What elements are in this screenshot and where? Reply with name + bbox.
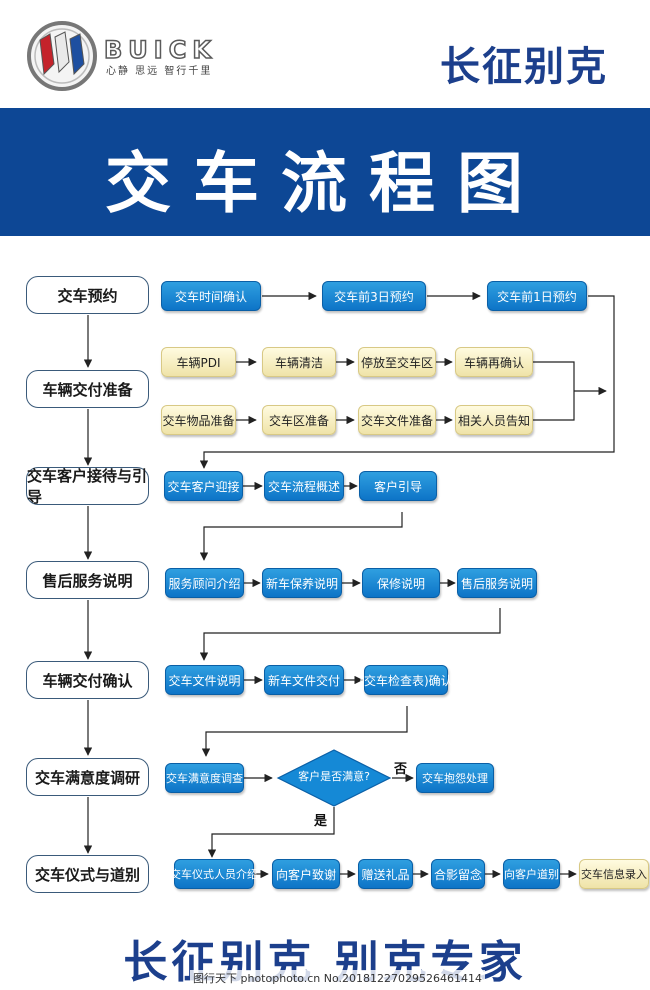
brand-wordmark: BUICK bbox=[103, 35, 217, 65]
step-area-prep: 交车区准备 bbox=[262, 405, 336, 435]
page-header bbox=[0, 0, 650, 108]
step-process-overview: 交车流程概述 bbox=[264, 471, 344, 501]
step-info-entry: 交车信息录入 bbox=[579, 859, 649, 889]
step-items-prep: 交车物品准备 bbox=[161, 405, 236, 435]
step-warranty-explain: 保修说明 bbox=[362, 568, 440, 598]
step-vehicle-cleaning: 车辆清洁 bbox=[262, 347, 336, 377]
step-farewell: 向客户道别 bbox=[503, 859, 560, 889]
watermark-text: 图行天下 photophoto.cn No.201812270295264614… bbox=[190, 970, 486, 986]
page-title: 交车流程图 bbox=[105, 145, 545, 222]
step-documents-prep: 交车文件准备 bbox=[358, 405, 436, 435]
decision-label: 客户是否满意? bbox=[298, 770, 370, 783]
step-park-delivery-area: 停放至交车区 bbox=[358, 347, 436, 377]
step-ceremony-staff-intro: 交车仪式人员介绍 bbox=[170, 859, 258, 889]
step-customer-welcome: 交车客户迎接 bbox=[164, 471, 243, 501]
buick-logo-icon bbox=[27, 21, 97, 91]
step-thank-customer: 向客户致谢 bbox=[272, 859, 340, 889]
stage-satisfaction-survey: 交车满意度调研 bbox=[26, 758, 149, 796]
step-1day-appointment: 交车前1日预约 bbox=[487, 281, 587, 311]
step-staff-notify: 相关人员告知 bbox=[455, 405, 533, 435]
step-complaint-handling: 交车抱怨处理 bbox=[416, 763, 494, 793]
stage-appointment: 交车预约 bbox=[26, 276, 149, 314]
step-documents-explain: 交车文件说明 bbox=[165, 665, 244, 695]
step-documents-handover: 新车文件交付 bbox=[264, 665, 344, 695]
stage-delivery-confirm: 车辆交付确认 bbox=[26, 661, 149, 699]
step-vehicle-reconfirm: 车辆再确认 bbox=[455, 347, 533, 377]
stage-reception: 交车客户接待与引导 bbox=[26, 467, 149, 506]
step-vehicle-pdi: 车辆PDI bbox=[161, 347, 236, 377]
decision-no-label: 否 bbox=[394, 762, 408, 777]
step-customer-guide: 客户引导 bbox=[359, 471, 437, 501]
step-3day-appointment: 交车前3日预约 bbox=[322, 281, 426, 311]
step-satisfaction-survey: 交车满意度调查 bbox=[165, 763, 244, 793]
stage-after-sales: 售后服务说明 bbox=[26, 561, 149, 599]
brand-tagline: 心静 思远 智行千里 bbox=[106, 66, 213, 77]
step-after-sales-explain: 售后服务说明 bbox=[457, 568, 537, 598]
stage-ceremony-farewell: 交车仪式与道别 bbox=[26, 855, 149, 893]
stage-vehicle-prep: 车辆交付准备 bbox=[26, 370, 149, 408]
dealer-name: 长征别克 bbox=[440, 43, 608, 90]
step-gift: 赠送礼品 bbox=[358, 859, 413, 889]
step-advisor-intro: 服务顾问介绍 bbox=[165, 568, 244, 598]
decision-yes-label: 是 bbox=[314, 814, 328, 829]
step-maintenance-explain: 新车保养说明 bbox=[262, 568, 342, 598]
title-banner bbox=[0, 108, 650, 236]
step-checklist-confirm: (交车检查表)确认 bbox=[359, 665, 453, 695]
step-time-confirm: 交车时间确认 bbox=[161, 281, 261, 311]
step-group-photo: 合影留念 bbox=[431, 859, 485, 889]
